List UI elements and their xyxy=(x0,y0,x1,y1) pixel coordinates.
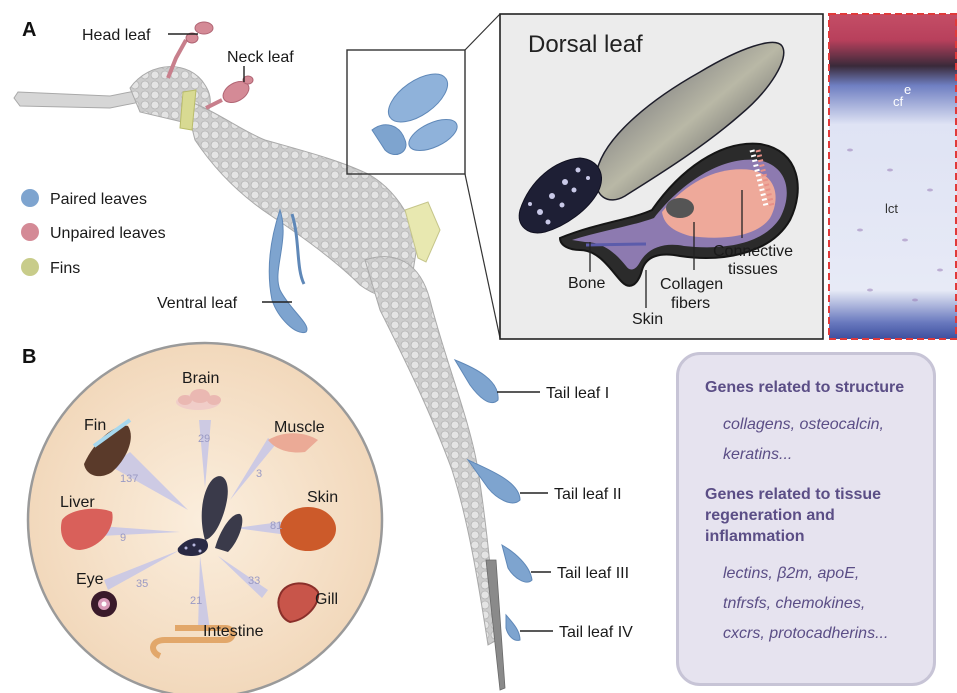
organ-gill-count: 33 xyxy=(248,575,260,587)
organ-liver-count: 9 xyxy=(120,532,126,544)
organ-intestine-label: Intestine xyxy=(203,623,264,640)
organ-brain-count: 29 xyxy=(198,433,210,445)
label-bone: Bone xyxy=(568,275,605,292)
skin-icon xyxy=(280,507,336,551)
label-head-leaf: Head leaf xyxy=(82,27,151,44)
organ-brain-label: Brain xyxy=(182,370,219,387)
regen-heading-line-3: inflammation xyxy=(705,526,913,547)
organ-fin-count: 137 xyxy=(120,473,138,485)
tail-leaf-1-shape xyxy=(455,360,498,403)
dorsal-leaf-inset: Dorsal leaf Bone Skin Collagen fibers Co… xyxy=(500,14,823,339)
label-connective-2: tissues xyxy=(728,261,778,278)
panel-label-a: A xyxy=(22,19,36,41)
zoom-line-bottom xyxy=(465,174,500,338)
organ-intestine-count: 21 xyxy=(190,595,202,607)
structure-genes-line-1: collagens, osteocalcin, xyxy=(723,410,913,440)
label-ventral-leaf: Ventral leaf xyxy=(157,295,238,312)
regen-genes-line-3: cxcrs, protocadherins... xyxy=(723,619,913,649)
label-connective-1: Connective xyxy=(713,243,793,260)
organ-muscle-label: Muscle xyxy=(274,419,325,436)
organ-eye-count: 35 xyxy=(136,578,148,590)
histology-image: e cf lct xyxy=(829,14,957,339)
organ-eye-label: Eye xyxy=(76,571,104,588)
dorsal-leaf-small-shape xyxy=(372,65,462,157)
tail-leaf-3-shape xyxy=(502,545,532,582)
label-collagen-2: fibers xyxy=(671,295,710,312)
organ-skin-label: Skin xyxy=(307,489,338,506)
organ-liver-label: Liver xyxy=(60,494,95,511)
legend: Paired leaves Unpaired leaves Fins xyxy=(21,189,166,277)
label-tail-leaf-4: Tail leaf IV xyxy=(559,624,633,641)
zoom-line-top xyxy=(465,14,500,50)
organ-skin-count: 81 xyxy=(270,520,282,532)
hist-label-lct: lct xyxy=(885,201,898,216)
legend-swatch-fins xyxy=(21,258,39,276)
label-tail-leaf-3: Tail leaf III xyxy=(557,565,629,582)
panel-label-b: B xyxy=(22,346,36,368)
legend-label-fins: Fins xyxy=(50,260,80,277)
organ-gill-label: Gill xyxy=(315,591,338,608)
tail-leaf-4-shape xyxy=(506,615,520,640)
genes-box: Genes related to structure collagens, os… xyxy=(676,352,936,686)
structure-genes-list: collagens, osteocalcin, keratins... xyxy=(723,410,913,470)
label-neck-leaf: Neck leaf xyxy=(227,49,294,66)
hist-label-cf: cf xyxy=(893,94,904,109)
regen-genes-heading: Genes related to tissue regeneration and… xyxy=(705,484,913,547)
regen-heading-line-2: regeneration and xyxy=(705,505,913,526)
structure-genes-heading: Genes related to structure xyxy=(705,377,913,398)
regen-genes-line-1: lectins, β2m, apoE, xyxy=(723,559,913,589)
legend-swatch-unpaired xyxy=(21,223,39,241)
structure-genes-line-2: keratins... xyxy=(723,440,913,470)
label-tail-leaf-1: Tail leaf I xyxy=(546,385,609,402)
label-skin: Skin xyxy=(632,311,663,328)
regen-genes-list: lectins, β2m, apoE, tnfrsfs, chemokines,… xyxy=(723,559,913,649)
legend-swatch-paired xyxy=(21,189,39,207)
organ-fin-label: Fin xyxy=(84,417,106,434)
label-tail-leaf-2: Tail leaf II xyxy=(554,486,622,503)
regen-genes-line-2: tnfrsfs, chemokines, xyxy=(723,589,913,619)
inset-title: Dorsal leaf xyxy=(528,31,643,58)
eye-icon xyxy=(91,591,117,617)
organ-muscle-count: 3 xyxy=(256,468,262,480)
legend-label-unpaired: Unpaired leaves xyxy=(50,225,166,242)
label-collagen-1: Collagen xyxy=(660,276,723,293)
legend-label-paired: Paired leaves xyxy=(50,191,147,208)
hist-label-e: e xyxy=(904,82,911,97)
regen-heading-line-1: Genes related to tissue xyxy=(705,484,913,505)
neck-leaf-shape xyxy=(206,76,253,108)
